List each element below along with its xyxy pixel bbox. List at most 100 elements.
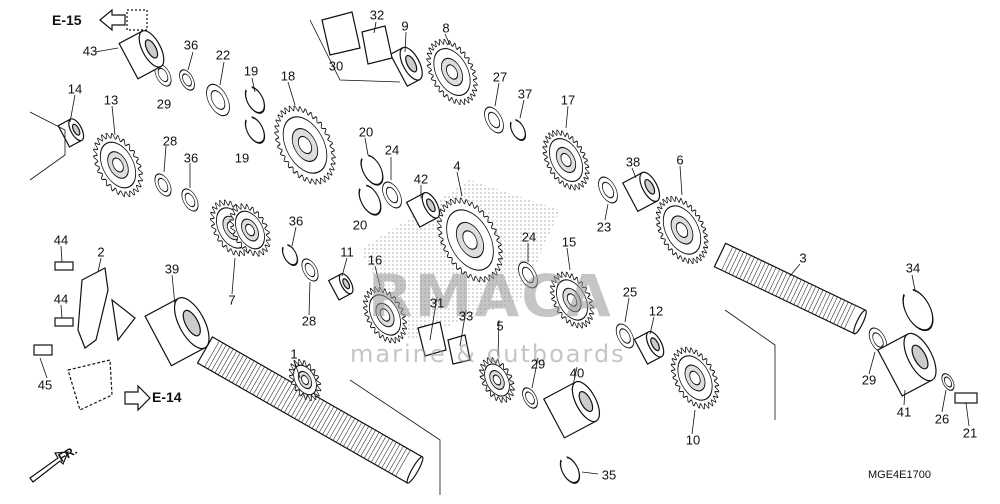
arrow-e15 [99, 8, 126, 32]
callout-39: 39 [164, 261, 180, 277]
callout-30: 30 [328, 58, 344, 74]
ref-e15: E-15 [52, 12, 82, 28]
callout-12: 12 [648, 303, 664, 319]
arrow-e14 [124, 384, 151, 412]
gear-10 [670, 346, 720, 410]
leader-44a [60, 245, 63, 263]
callout-2: 2 [97, 244, 105, 260]
leader-23 [604, 203, 609, 221]
leader-19a [251, 77, 256, 93]
bearing-38 [621, 171, 661, 213]
callout-29a: 29 [156, 96, 172, 112]
callout-29b: 29 [530, 356, 546, 372]
leader-37 [519, 99, 525, 119]
circlip-20-top [360, 154, 384, 186]
callout-36b: 36 [183, 150, 199, 166]
callout-22: 22 [215, 47, 231, 63]
callout-35: 35 [601, 467, 617, 483]
ref-e14: E-14 [152, 389, 182, 405]
circlip-19-bottom [244, 116, 266, 144]
bearing-43 [118, 30, 165, 80]
bearing-41 [876, 332, 937, 397]
leader-16 [374, 265, 381, 287]
leader-9 [404, 31, 407, 53]
plate-33 [447, 334, 471, 365]
bearing-12 [633, 330, 665, 365]
leader-5 [497, 319, 500, 357]
callout-41: 41 [896, 404, 912, 420]
callout-40: 40 [569, 365, 585, 381]
callout-24b: 24 [521, 229, 537, 245]
bearing-40 [542, 380, 601, 439]
washer-23 [598, 176, 618, 204]
callout-15: 15 [561, 234, 577, 250]
plate-32 [361, 25, 393, 65]
watermark-subtitle: marine & outboards [350, 340, 626, 368]
leader-8 [444, 33, 451, 46]
leader-15 [566, 247, 571, 271]
circlip-37 [509, 119, 527, 141]
callout-14: 14 [67, 81, 83, 97]
callout-27: 27 [492, 69, 508, 85]
leader-25 [624, 297, 630, 323]
gear-16 [363, 286, 407, 344]
bolt-44-bottom [54, 317, 74, 327]
leader-6 [679, 165, 683, 196]
callout-28a: 28 [162, 133, 178, 149]
bracket-bottom [349, 379, 441, 495]
washer-28-lower [301, 258, 319, 282]
callout-32: 32 [369, 7, 385, 23]
watermark-brand: RMACA [368, 262, 613, 330]
gear-15 [550, 271, 594, 329]
callout-20a: 20 [358, 124, 374, 140]
dashed-part-box [67, 359, 113, 411]
callout-36a: 36 [183, 37, 199, 53]
bolt-44-top [54, 261, 74, 271]
leader-36c [291, 226, 297, 247]
callout-6: 6 [676, 152, 684, 168]
washer-24-lower [518, 261, 538, 289]
washer-29-lower [522, 387, 538, 409]
circlip-20-bottom [358, 184, 382, 216]
leader-21 [965, 402, 970, 427]
leader-35 [581, 471, 599, 475]
leader-14 [69, 94, 76, 123]
callout-42: 42 [413, 171, 429, 187]
leader-4 [456, 171, 463, 197]
bearing-42 [405, 191, 441, 228]
leader-2 [97, 257, 102, 273]
washer-25 [615, 323, 635, 349]
gear-8 [426, 39, 478, 105]
callout-45: 45 [37, 377, 53, 393]
plate-30 [321, 11, 361, 56]
callout-11: 11 [340, 244, 354, 260]
callout-43: 43 [82, 43, 98, 59]
arrow-front [29, 451, 69, 483]
callout-4: 4 [453, 158, 461, 174]
bearing-39 [144, 297, 210, 367]
callout-31: 31 [429, 295, 445, 311]
callout-44a: 44 [53, 232, 69, 248]
bearing-11 [327, 273, 354, 301]
callout-25: 25 [622, 284, 638, 300]
dashed-box-e15 [126, 9, 148, 31]
callout-21: 21 [962, 425, 978, 441]
callout-36c: 36 [288, 213, 304, 229]
callout-9: 9 [401, 18, 409, 34]
leader-29c [868, 351, 876, 375]
callout-37: 37 [517, 86, 533, 102]
callout-3: 3 [799, 250, 807, 266]
leader-33 [459, 309, 467, 347]
washer-26 [941, 373, 955, 391]
washer-28 [154, 173, 172, 197]
gear-18 [274, 105, 336, 185]
diagram-code: MGE4E1700 [868, 469, 931, 481]
bearing-9 [389, 46, 423, 87]
gear-13 [93, 132, 143, 198]
callout-24a: 24 [384, 142, 400, 158]
leader-3 [789, 263, 801, 277]
circlip-19-top [244, 86, 266, 114]
callout-38: 38 [625, 154, 641, 170]
leader-34 [911, 274, 916, 291]
